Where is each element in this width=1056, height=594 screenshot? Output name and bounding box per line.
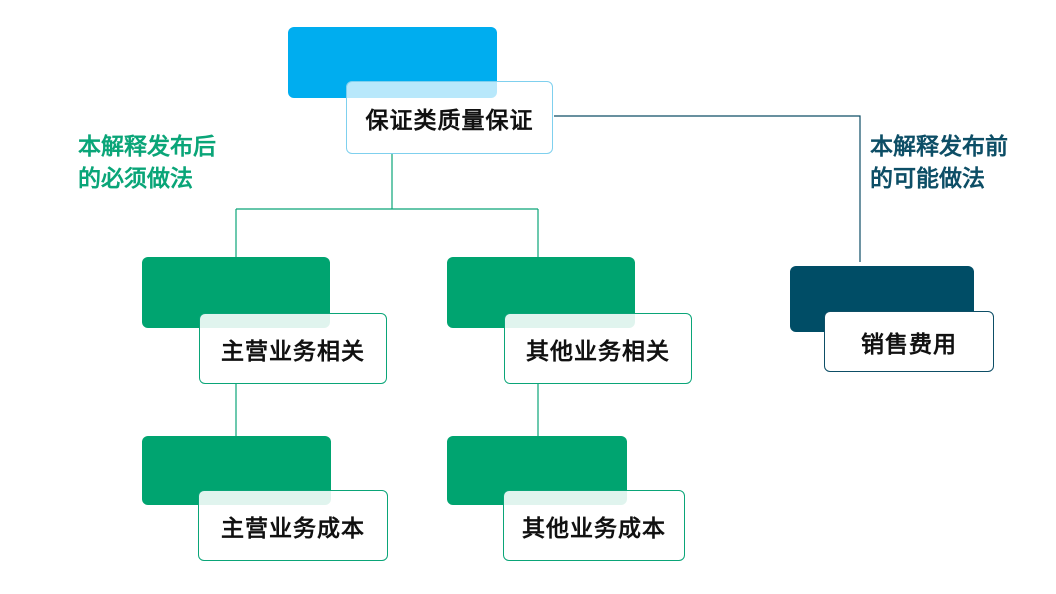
annotation-after: 本解释发布后 的必须做法 xyxy=(78,131,216,195)
annotation-before-line1: 本解释发布前 xyxy=(870,134,1008,160)
node-other-business-label: 其他业务相关 xyxy=(504,313,692,384)
annotation-after-line2: 的必须做法 xyxy=(78,166,193,192)
node-sales-expense-label: 销售费用 xyxy=(824,311,994,372)
connector-root-to-sales xyxy=(554,115,861,262)
node-other-cost-label: 其他业务成本 xyxy=(503,490,685,561)
node-main-cost-label: 主营业务成本 xyxy=(198,490,388,561)
annotation-before-line2: 的可能做法 xyxy=(870,166,985,192)
node-root-label: 保证类质量保证 xyxy=(346,81,553,154)
annotation-before: 本解释发布前 的可能做法 xyxy=(870,131,1008,195)
annotation-after-line1: 本解释发布后 xyxy=(78,134,216,160)
node-main-business-label: 主营业务相关 xyxy=(199,313,387,384)
